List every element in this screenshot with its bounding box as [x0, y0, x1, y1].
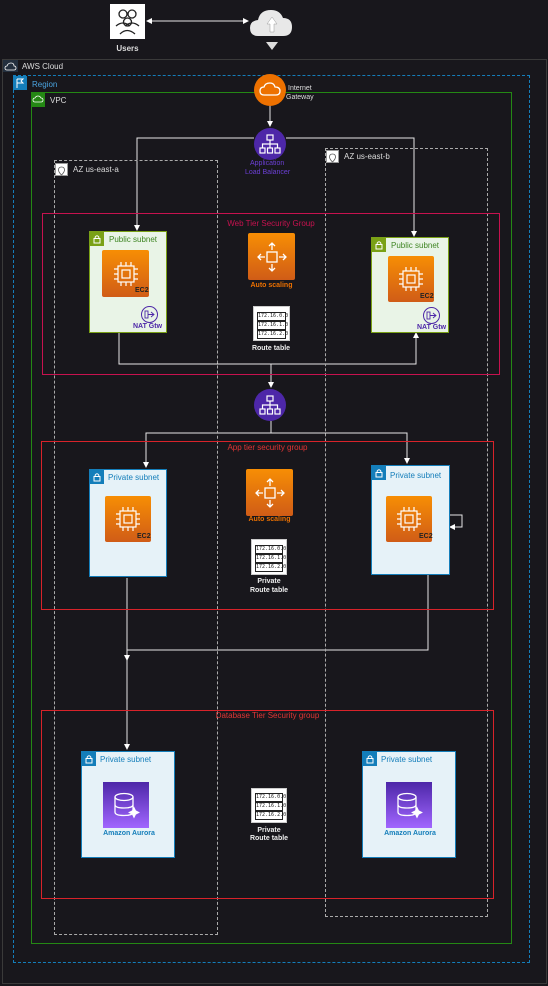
web-autoscaling-label: Auto scaling	[250, 282, 293, 289]
private-subnet-app-right-label: Private subnet	[390, 471, 442, 480]
az-b-container	[325, 148, 488, 917]
lock-icon	[372, 466, 386, 480]
lock-icon	[363, 752, 377, 766]
lock-icon	[90, 232, 104, 246]
lock-icon	[82, 752, 96, 766]
application-load-balancer-icon	[254, 128, 286, 160]
ec2-label: EC2	[135, 287, 149, 294]
aws-cloud-icon	[3, 60, 18, 72]
users-icon	[110, 4, 145, 39]
aws-cloud-label: AWS Cloud	[22, 62, 64, 71]
ec2-label: EC2	[137, 533, 151, 540]
route-table-icon: 172.16.0.0 172.16.1.0 172.16.2.0	[251, 788, 287, 823]
app-tier-security-group	[41, 441, 494, 610]
public-subnet-right-label: Public subnet	[391, 241, 440, 250]
ec2-icon	[386, 496, 432, 542]
nat-gateway-icon	[141, 306, 158, 323]
az-a-container	[54, 160, 218, 935]
route-row-2: 172.16.1.0	[255, 554, 287, 563]
web-tier-security-group	[42, 213, 500, 375]
alb-label-1: Application	[250, 160, 285, 167]
amazon-aurora-icon	[386, 782, 432, 828]
private-subnet-app-left-label: Private subnet	[108, 473, 160, 482]
igw-label-1: Internet	[288, 85, 312, 92]
route-row-3: 172.16.2.0	[257, 330, 289, 339]
route-table-icon: 172.16.0.0 172.16.1.0 172.16.2.0	[253, 306, 290, 341]
vpc-label: VPC	[50, 96, 67, 105]
public-subnet-left: Public subnet EC2 NAT Gtw	[89, 231, 167, 333]
private-subnet-app-left: Private subnet EC2	[89, 469, 167, 577]
db-tier-title: Database Tier Security group	[215, 711, 320, 720]
ec2-label: EC2	[419, 533, 433, 540]
route-row-3: 172.16.2.0	[255, 563, 287, 572]
web-route-table-label: Route table	[251, 345, 291, 352]
users-label: Users	[116, 44, 139, 53]
internet-cloud-icon	[248, 3, 296, 51]
app-tier-title: App tier security group	[227, 443, 308, 452]
az-a-icon	[55, 163, 68, 176]
db-route-label-1: Private	[257, 827, 281, 834]
aws-cloud-container	[2, 59, 547, 984]
autoscaling-icon	[246, 469, 293, 516]
lock-icon	[372, 238, 386, 252]
nat-gateway-icon	[423, 307, 440, 324]
app-autoscaling-label: Auto scaling	[248, 516, 291, 523]
alb-label-2: Load Balancer	[245, 169, 291, 176]
vpc-icon	[31, 93, 45, 107]
private-subnet-db-right: Private subnet Amazon Aurora	[362, 751, 456, 858]
autoscaling-icon	[248, 233, 295, 280]
region-icon	[13, 76, 27, 90]
route-row-2: 172.16.1.0	[255, 802, 287, 811]
az-b-label: AZ us-east-b	[344, 152, 390, 161]
route-row-1: 172.16.0.0	[255, 545, 287, 554]
ec2-icon	[102, 250, 149, 297]
public-subnet-left-label: Public subnet	[109, 235, 158, 244]
route-row-2: 172.16.1.0	[257, 321, 289, 330]
route-row-1: 172.16.0.0	[255, 793, 287, 802]
igw-label-2: Gateway	[286, 94, 314, 101]
nat-gateway-label: NAT Gtw	[133, 323, 163, 330]
internal-load-balancer-icon	[254, 389, 286, 421]
app-route-label-1: Private	[257, 578, 281, 585]
private-subnet-db-left: Private subnet Amazon Aurora	[81, 751, 175, 858]
route-row-1: 172.16.0.0	[257, 312, 289, 321]
ec2-icon	[105, 496, 151, 542]
lock-icon	[90, 470, 104, 484]
web-tier-title: Web Tier Security Group	[227, 219, 315, 228]
internet-gateway-icon	[254, 74, 286, 106]
az-b-icon	[326, 150, 339, 163]
region-label: Region	[32, 80, 58, 89]
amazon-aurora-icon	[103, 782, 149, 828]
private-subnet-db-right-label: Private subnet	[381, 755, 433, 764]
private-subnet-db-left-label: Private subnet	[100, 755, 152, 764]
private-subnet-app-right: Private subnet EC2	[371, 465, 450, 575]
database-tier-security-group	[41, 710, 494, 899]
public-subnet-right: Public subnet EC2 NAT Gtw	[371, 237, 449, 333]
nat-gateway-label: NAT Gtw	[417, 324, 447, 331]
ec2-label: EC2	[420, 293, 434, 300]
ec2-icon	[388, 256, 434, 302]
az-a-label: AZ us-east-a	[73, 165, 119, 174]
amazon-aurora-label: Amazon Aurora	[384, 830, 436, 837]
route-table-icon: 172.16.0.0 172.16.1.0 172.16.2.0	[251, 539, 287, 575]
app-route-label-2: Route table	[249, 587, 289, 594]
route-row-3: 172.16.2.0	[255, 811, 287, 820]
amazon-aurora-label: Amazon Aurora	[103, 830, 155, 837]
db-route-label-2: Route table	[249, 835, 289, 842]
